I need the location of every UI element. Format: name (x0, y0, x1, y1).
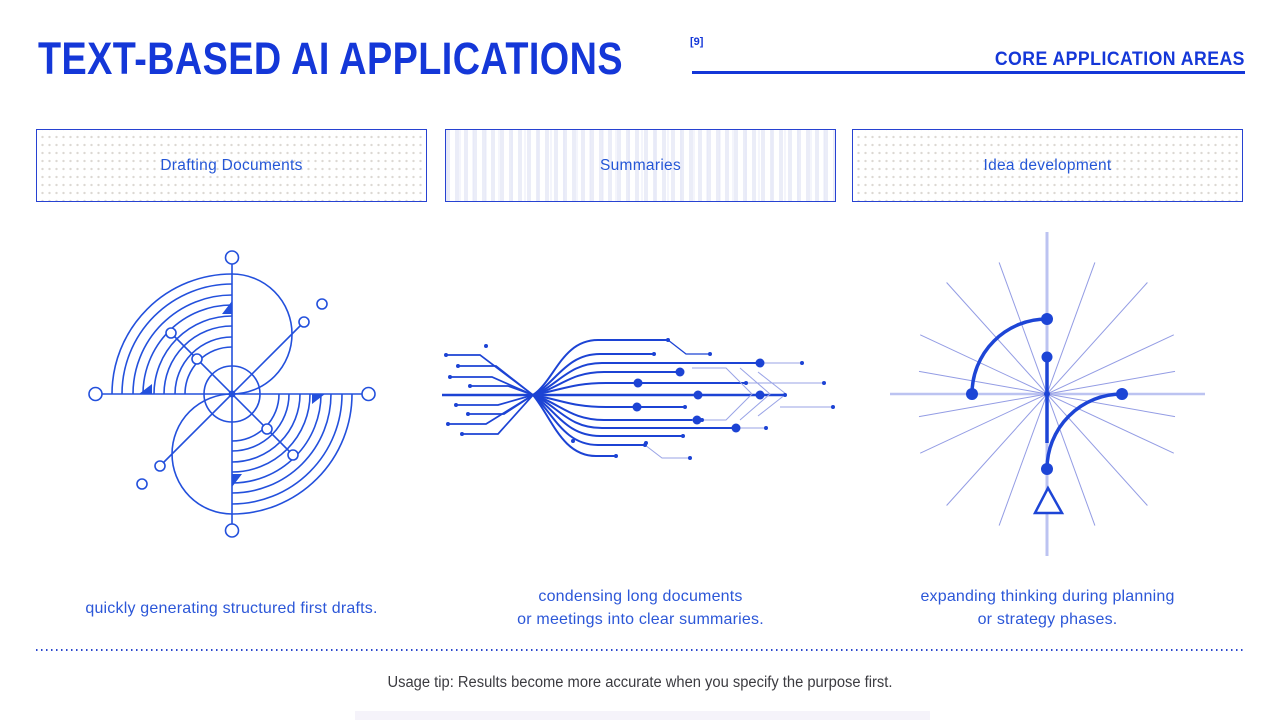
caption-summaries: condensing long documents or meetings in… (445, 584, 836, 632)
radial-arcs-illustration (88, 250, 376, 538)
dotted-divider (36, 649, 1243, 651)
caption-line: or strategy phases. (977, 611, 1118, 628)
caption-drafting: quickly generating structured first draf… (36, 584, 427, 632)
circuit-funnel-illustration (442, 338, 835, 460)
caption-line: condensing long documents (538, 588, 743, 605)
bottom-accent-strip (355, 711, 930, 720)
card-idea-development: Idea development (852, 129, 1243, 202)
caption-line: quickly generating structured first draf… (85, 599, 378, 617)
caption-idea-development: expanding thinking during planning or st… (852, 584, 1243, 632)
usage-tip: Usage tip: Results become more accurate … (387, 674, 893, 691)
citation-superscript: [9] (690, 36, 704, 48)
caption-line: expanding thinking during planning (920, 588, 1175, 605)
card-label: Idea development (983, 156, 1112, 174)
card-label: Drafting Documents (160, 156, 303, 174)
header-underline (692, 71, 1245, 74)
caption-line: or meetings into clear summaries. (517, 611, 764, 628)
page-title: TEXT-BASED AI APPLICATIONS (38, 33, 623, 84)
section-label: CORE APPLICATION AREAS (994, 49, 1245, 70)
card-summaries: Summaries (445, 129, 836, 202)
card-label: Summaries (599, 156, 682, 174)
card-drafting-documents: Drafting Documents (36, 129, 427, 202)
starburst-illustration (890, 232, 1205, 556)
